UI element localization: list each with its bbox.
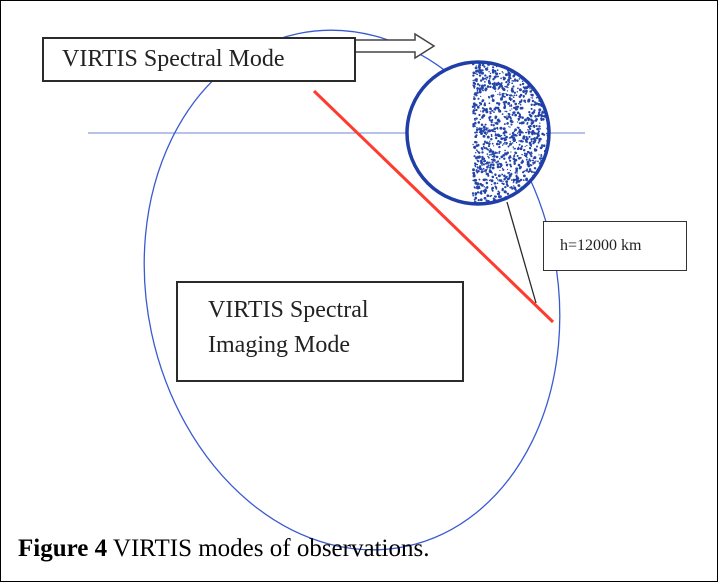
imaging-mode-text-line2: Imaging Mode bbox=[208, 332, 350, 358]
imaging-mode-text-line1: VIRTIS Spectral bbox=[208, 297, 369, 323]
altitude-label: h=12000 km bbox=[543, 221, 687, 271]
spectral-mode-text: VIRTIS Spectral Mode bbox=[62, 46, 285, 72]
imaging-mode-label: VIRTIS Spectral Imaging Mode bbox=[176, 281, 464, 382]
altitude-pointer-line bbox=[506, 201, 537, 304]
planet-night-side-stipple bbox=[471, 62, 549, 204]
figure-number: Figure 4 bbox=[18, 535, 108, 562]
altitude-text: h=12000 km bbox=[560, 237, 642, 254]
planet-outline bbox=[405, 60, 551, 206]
figure-caption: Figure 4 VIRTIS modes of observations. bbox=[18, 535, 429, 563]
planet bbox=[405, 60, 551, 206]
spectral-mode-label: VIRTIS Spectral Mode bbox=[42, 37, 356, 82]
caption-text: VIRTIS modes of observations. bbox=[107, 535, 430, 562]
observation-line bbox=[312, 89, 555, 324]
